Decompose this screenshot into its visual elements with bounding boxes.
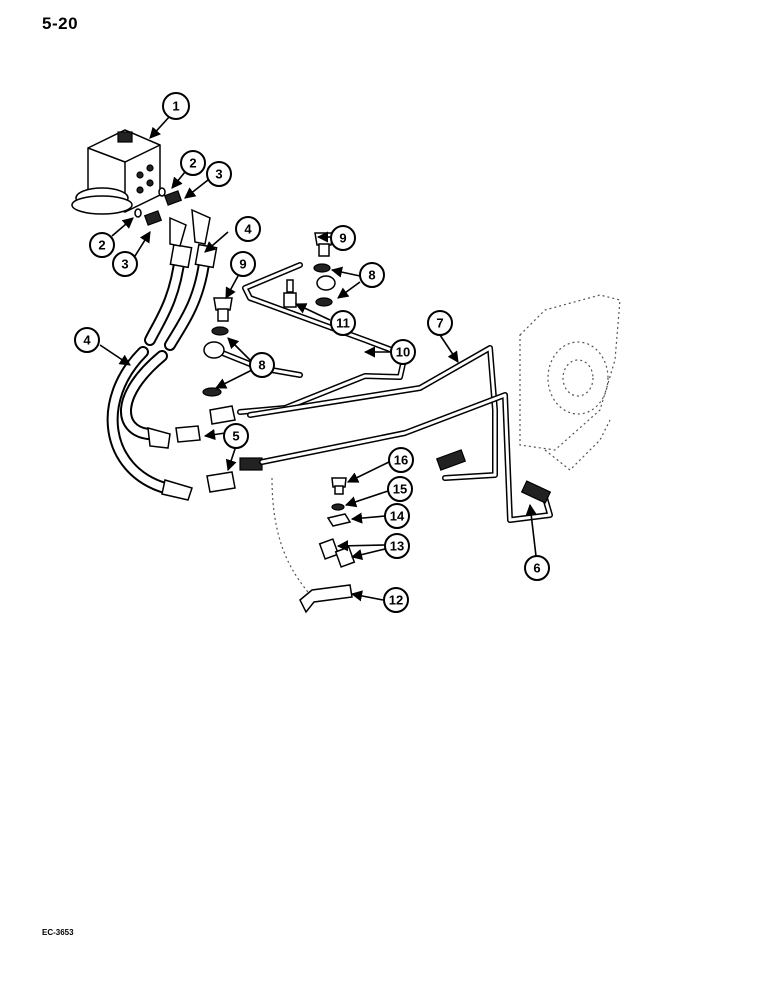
svg-text:2: 2 — [98, 238, 105, 253]
svg-text:5: 5 — [232, 429, 239, 444]
callout-4: 4 — [235, 216, 261, 242]
guide-line — [271, 477, 309, 593]
steering-cylinder-housing — [519, 294, 621, 471]
svg-text:12: 12 — [389, 593, 403, 608]
page-number: 5-20 — [42, 14, 79, 33]
callout-6: 6 — [524, 555, 550, 581]
callout-11: 11 — [330, 310, 356, 336]
svg-text:7: 7 — [436, 316, 443, 331]
clamp-hardware — [299, 477, 356, 614]
svg-text:4: 4 — [83, 333, 91, 348]
svg-text:14: 14 — [390, 509, 405, 524]
figure-code: EC-3653 — [42, 928, 74, 937]
steering-control-unit — [71, 129, 161, 215]
tube-6 — [259, 392, 553, 523]
svg-text:4: 4 — [244, 222, 252, 237]
callout-13: 13 — [384, 533, 410, 559]
callout-10: 10 — [390, 339, 416, 365]
leader-lines — [99, 115, 537, 602]
callout-3: 3 — [206, 161, 232, 187]
svg-text:11: 11 — [336, 316, 350, 331]
svg-text:8: 8 — [368, 268, 375, 283]
callout-8: 8 — [249, 352, 275, 378]
callout-15: 15 — [387, 476, 413, 502]
callout-5: 5 — [223, 423, 249, 449]
svg-text:1: 1 — [172, 99, 179, 114]
svg-text:3: 3 — [215, 167, 222, 182]
svg-text:3: 3 — [121, 257, 128, 272]
hoses — [106, 208, 218, 501]
callout-14: 14 — [384, 503, 410, 529]
adapters — [175, 405, 263, 493]
callout-3: 3 — [112, 251, 138, 277]
callout-1: 1 — [162, 92, 190, 120]
svg-text:15: 15 — [393, 482, 407, 497]
svg-text:8: 8 — [258, 358, 265, 373]
o-rings-and-adapters — [134, 187, 183, 226]
callout-7: 7 — [427, 310, 453, 336]
callout-16: 16 — [388, 447, 414, 473]
svg-text:2: 2 — [189, 156, 196, 171]
callout-2: 2 — [180, 150, 206, 176]
tube-10 — [217, 262, 408, 415]
callout-9: 9 — [230, 251, 256, 277]
svg-text:16: 16 — [394, 453, 408, 468]
callout-9: 9 — [330, 225, 356, 251]
tube-7 — [247, 345, 498, 481]
svg-text:6: 6 — [533, 561, 540, 576]
callout-12: 12 — [383, 587, 409, 613]
callout-4: 4 — [74, 327, 100, 353]
svg-text:13: 13 — [390, 539, 404, 554]
svg-text:9: 9 — [239, 257, 246, 272]
svg-text:10: 10 — [396, 345, 410, 360]
callout-8: 8 — [359, 262, 385, 288]
callout-2: 2 — [89, 232, 115, 258]
svg-text:9: 9 — [339, 231, 346, 246]
banjo-fittings — [202, 232, 336, 397]
